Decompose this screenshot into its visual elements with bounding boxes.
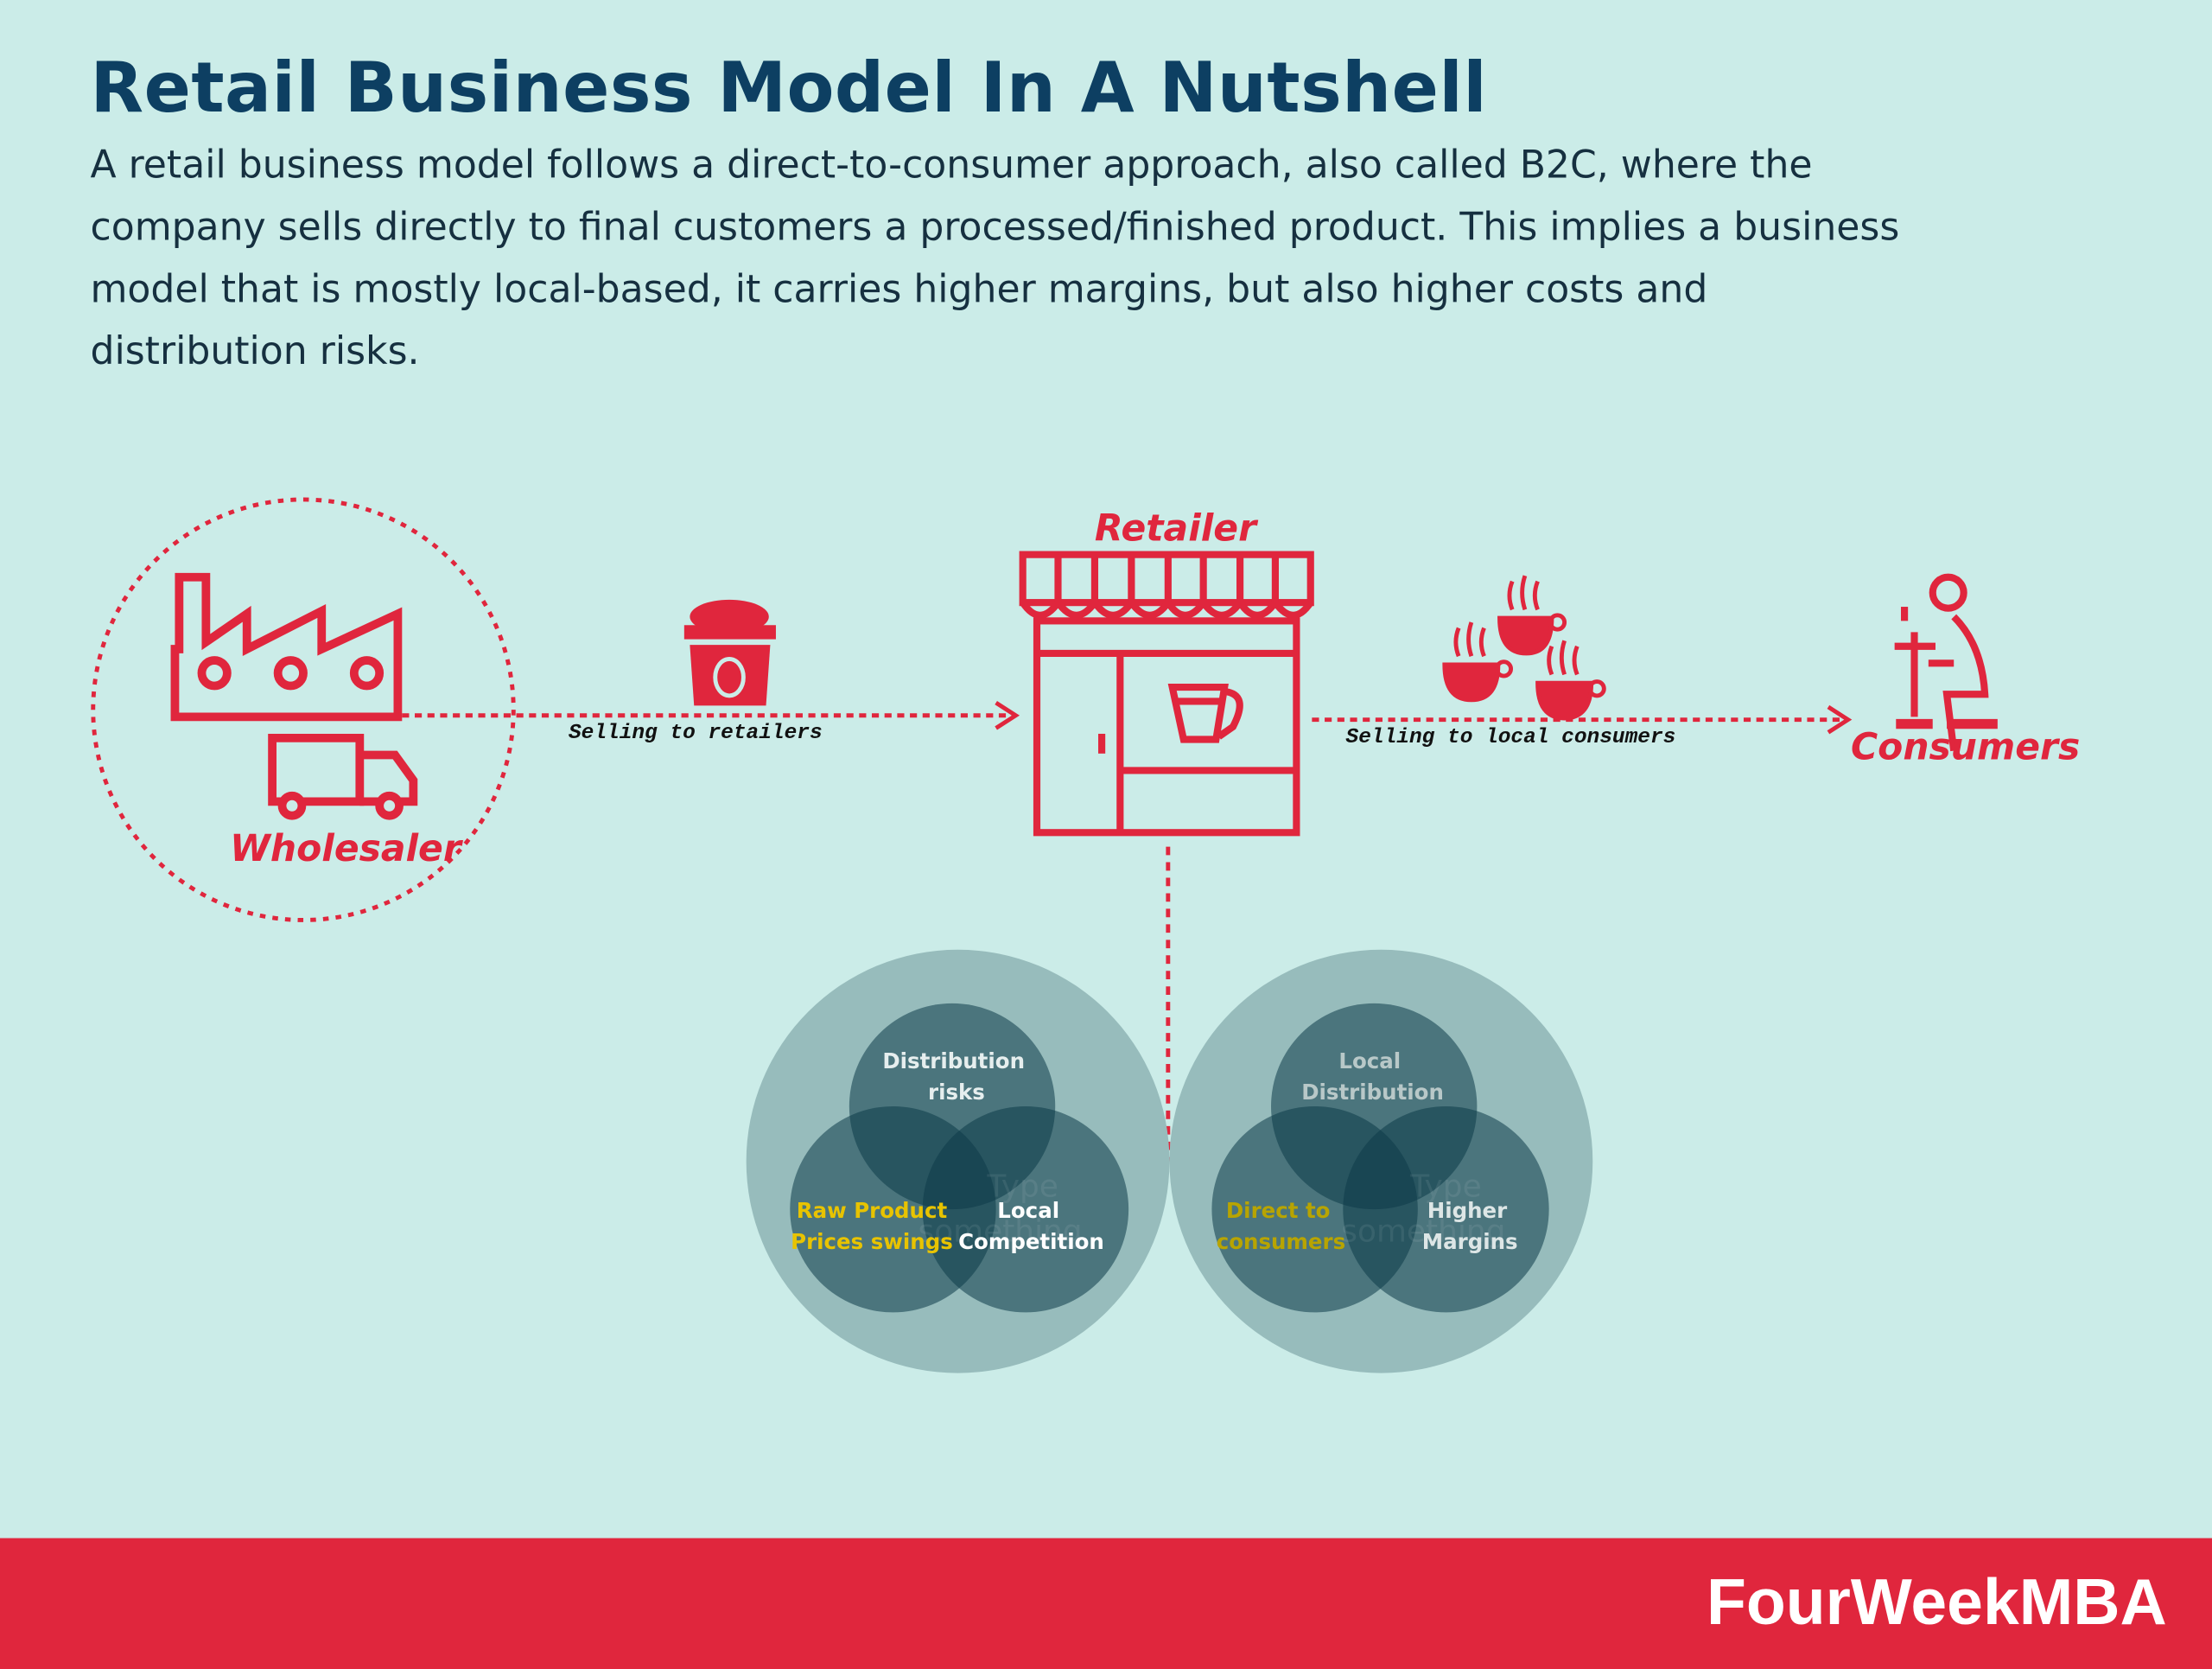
venn-label: Local	[1338, 1048, 1401, 1073]
venn-label: Margins	[1422, 1229, 1518, 1254]
venn-label: Distribution	[1301, 1080, 1444, 1105]
venn-label: Distribution	[882, 1048, 1025, 1073]
venn-label: Competition	[958, 1229, 1104, 1254]
wholesaler-circle	[91, 497, 516, 922]
venn-label: Local	[997, 1198, 1059, 1223]
placeholder-text: Type	[1409, 1169, 1481, 1204]
arrow-head-icon	[995, 700, 1020, 730]
store-icon	[1019, 551, 1314, 837]
description: A retail business model follows a direct…	[90, 143, 1900, 374]
placeholder-text: something	[1341, 1214, 1505, 1250]
venn-circle	[922, 1105, 1129, 1313]
venn-label: Direct to	[1226, 1198, 1331, 1223]
venn-label: consumers	[1217, 1229, 1345, 1254]
consumers-label: Consumers	[1851, 726, 2080, 768]
wholesaler-label: Wholesaler	[230, 828, 464, 870]
coffee-bag-icon	[683, 599, 776, 706]
retailer-label: Retailer	[1095, 507, 1259, 550]
venn-label: risks	[928, 1080, 985, 1105]
arrow-label-consumers: Selling to local consumers	[1346, 726, 1676, 749]
venn-left: Type something Distribution risks Raw Pr…	[746, 949, 1170, 1373]
placeholder-text: Type	[986, 1169, 1058, 1204]
consumer-icon	[1894, 573, 1998, 752]
coffee-cups-icon	[1442, 575, 1606, 721]
venn-circle	[1343, 1105, 1549, 1313]
footer-bar: FourWeekMBA	[0, 1538, 2212, 1669]
arrow-label-retailers: Selling to retailers	[569, 722, 823, 745]
truck-icon	[268, 733, 418, 820]
venn-label: Prices swings	[791, 1229, 953, 1254]
factory-icon	[170, 572, 403, 722]
venn-label: Higher	[1427, 1198, 1507, 1223]
brand-logo: FourWeekMBA	[1707, 1564, 2167, 1639]
arrow-head-icon	[1827, 704, 1853, 735]
placeholder-text: something	[918, 1214, 1082, 1250]
venn-label: Raw Product	[797, 1198, 948, 1223]
page-title: Retail Business Model In A Nutshell	[90, 48, 1488, 129]
venn-right: Type something Local Distribution Direct…	[1169, 949, 1593, 1373]
